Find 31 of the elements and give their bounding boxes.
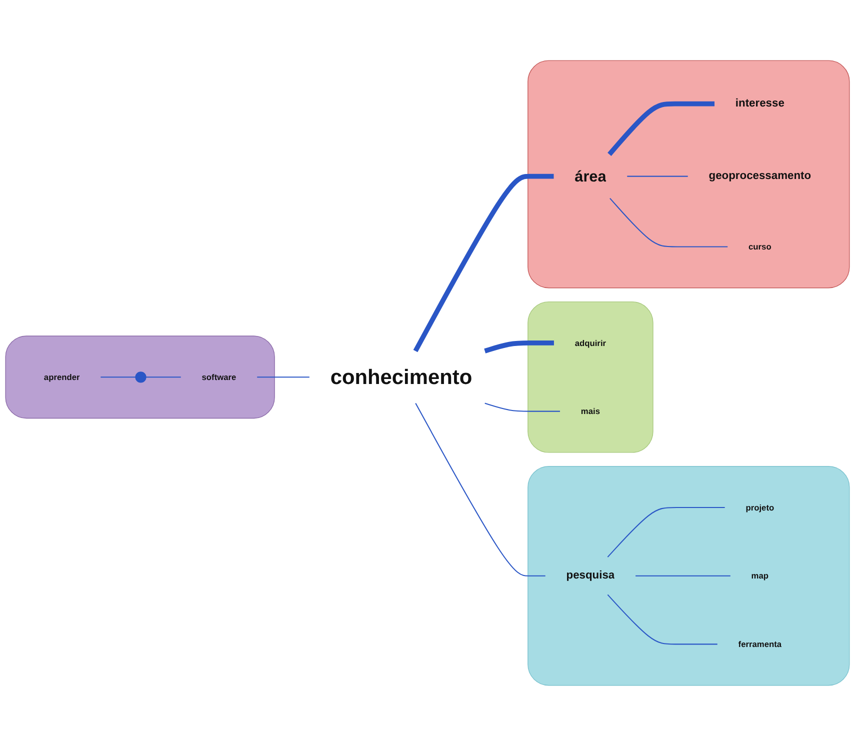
- node-text: aprender: [44, 372, 80, 382]
- connector: [607, 594, 718, 644]
- connector: [608, 100, 714, 156]
- node-text: geoprocessamento: [708, 170, 812, 182]
- node-text: ferramenta: [738, 638, 782, 649]
- node-text: software: [202, 372, 236, 382]
- cluster: [5, 335, 275, 418]
- connector: [146, 376, 181, 378]
- connector: [627, 175, 688, 176]
- connector: [607, 506, 725, 557]
- node-text: curso: [748, 241, 772, 252]
- node-text: projeto: [746, 502, 774, 512]
- node-text: pesquisa: [566, 569, 615, 581]
- connector: [636, 574, 730, 576]
- connector: [257, 376, 310, 378]
- connector: [610, 197, 728, 247]
- node-text: adquirir: [574, 338, 606, 348]
- connector: [484, 340, 554, 353]
- node-text: área: [574, 167, 606, 185]
- node-text: mais: [580, 406, 600, 416]
- node-text: map: [751, 570, 769, 580]
- connector: [415, 402, 546, 576]
- connector: [484, 402, 560, 412]
- node-text: interesse: [735, 97, 784, 109]
- node-text: conhecimento: [330, 365, 472, 388]
- cluster: [528, 301, 654, 452]
- node-circle: [135, 371, 146, 382]
- cluster: [528, 466, 850, 686]
- connector: [100, 376, 136, 378]
- cluster: [528, 60, 850, 288]
- connector: [413, 173, 554, 352]
